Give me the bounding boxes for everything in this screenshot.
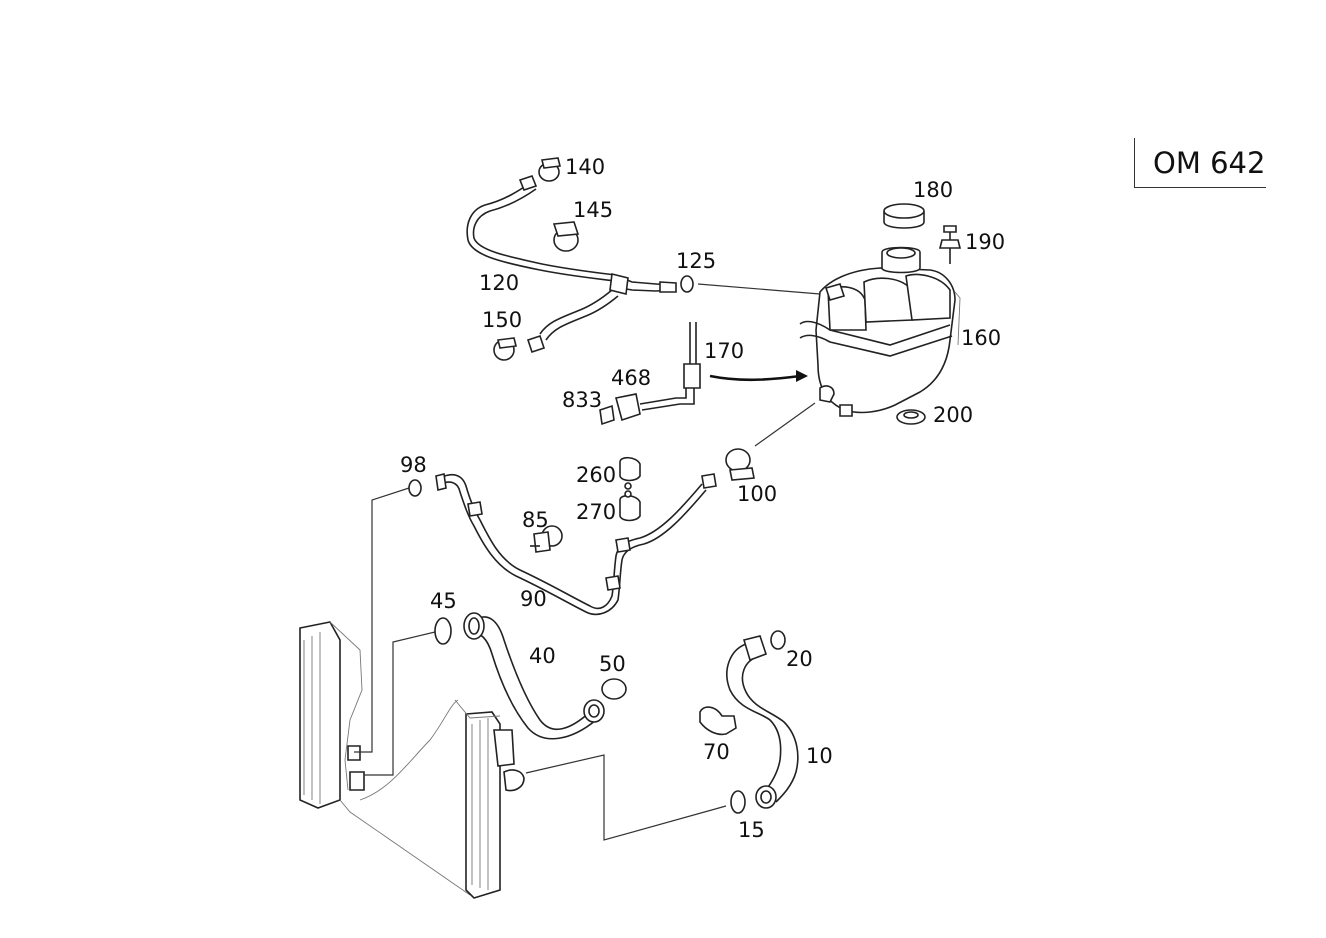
valve-85 [530,525,563,553]
o-ring-125 [680,275,694,293]
callout-200: 200 [933,403,973,427]
callout-10: 10 [806,744,833,768]
o-ring-15 [730,790,746,814]
callout-120: 120 [479,271,519,295]
clamp-140 [538,157,561,182]
hose-120 [466,175,677,354]
level-sensor-170 [599,322,808,426]
o-ring-50 [601,678,627,700]
callout-190: 190 [965,230,1005,254]
clamp-100 [725,448,755,481]
callout-labels: 140 145 120 125 150 180 190 160 170 468 … [400,155,1005,842]
callout-50: 50 [599,652,626,676]
callout-260: 260 [576,463,616,487]
hose-10 [726,635,799,809]
callout-15: 15 [738,818,765,842]
callout-160: 160 [961,326,1001,350]
callout-125: 125 [676,249,716,273]
hose-40 [463,612,605,740]
callout-100: 100 [737,482,777,506]
clamp-150 [493,337,517,361]
cap-180 [883,203,925,229]
callout-45: 45 [430,589,457,613]
grommet-200 [896,409,926,425]
bolt-190 [938,225,962,264]
o-ring-20 [770,630,786,650]
leader-lines [354,283,821,841]
callout-180: 180 [913,178,953,202]
callout-98: 98 [400,453,427,477]
callout-20: 20 [786,647,813,671]
callout-90: 90 [520,587,547,611]
clip-270 [619,490,641,522]
o-ring-45 [434,617,452,645]
callout-170: 170 [704,339,744,363]
callout-145: 145 [573,198,613,222]
callout-833: 833 [562,388,602,412]
callout-40: 40 [529,644,556,668]
o-ring-98 [408,479,422,497]
clip-70 [699,706,737,736]
engine-code-label: OM 642 [1134,138,1266,188]
callout-85: 85 [522,508,549,532]
hose-90 [435,473,717,616]
callout-70: 70 [703,740,730,764]
radiator [299,621,525,899]
clip-260 [619,456,641,490]
clamp-145 [552,221,580,252]
callout-468: 468 [611,366,651,390]
expansion-tank-160 [799,246,961,417]
callout-140: 140 [565,155,605,179]
callout-150: 150 [482,308,522,332]
callout-270: 270 [576,500,616,524]
